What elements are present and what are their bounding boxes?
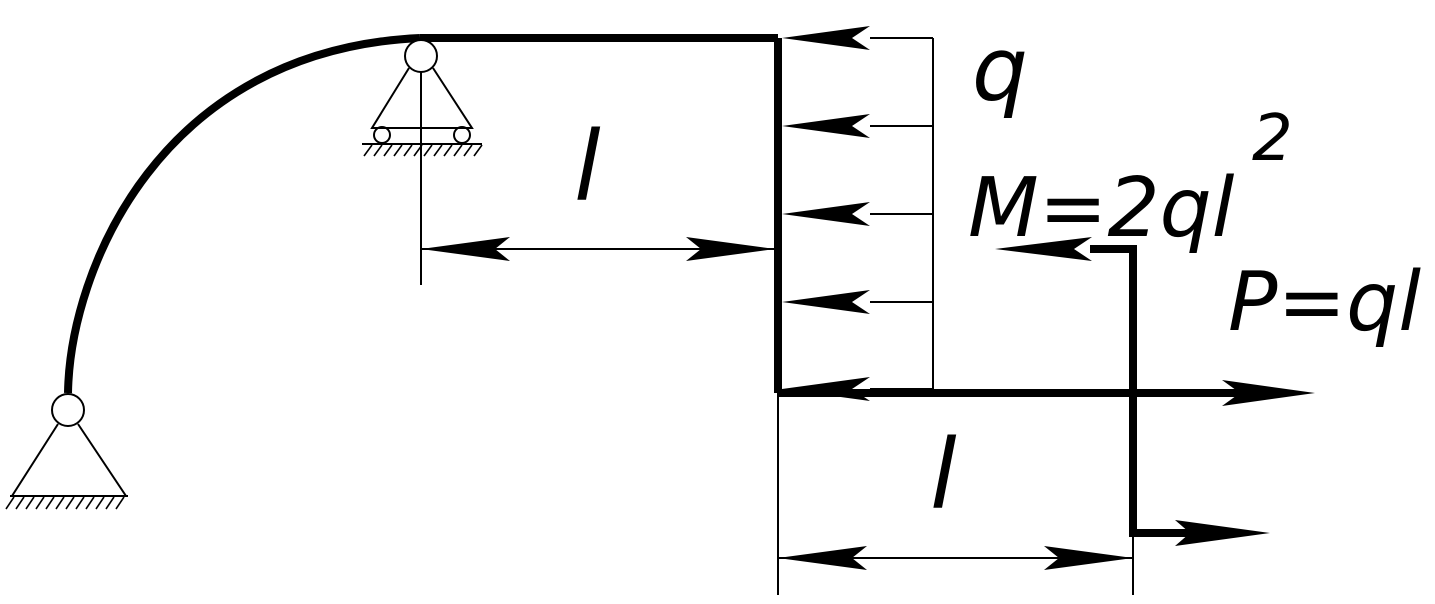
dimension-bottom [777, 393, 1134, 595]
pin-hinge [51, 393, 85, 427]
dim-arrowhead [1044, 546, 1133, 570]
span-label-bottom: l [930, 419, 957, 531]
moment-bracket [1090, 245, 1190, 537]
curved-member [64, 34, 421, 394]
distributed-load [782, 26, 934, 401]
frame-members [64, 34, 1240, 537]
load-arrowhead [782, 114, 870, 138]
moment-arrowhead-top [995, 237, 1092, 261]
span-label-top: l [574, 111, 601, 223]
dim-arrowhead [421, 237, 510, 261]
pin-triangle [10, 423, 128, 497]
moment-exponent: 2 [1252, 102, 1293, 176]
dim-arrowhead [778, 546, 867, 570]
force-label: P=ql [1228, 255, 1421, 350]
force-arrowhead [1222, 380, 1315, 406]
dimension-top [420, 72, 775, 285]
roller-support [362, 39, 483, 157]
load-arrowheads [782, 26, 870, 401]
ground-hatch-left [5, 496, 125, 510]
roller-hinge [404, 39, 438, 73]
load-label-q: q [972, 18, 1028, 121]
load-arrows [870, 37, 933, 390]
load-arrowhead [782, 202, 870, 226]
load-arrowhead [782, 26, 870, 50]
moment-label: M=2ql [968, 161, 1235, 256]
roller-wheel-right [453, 126, 471, 144]
dim-arrowhead [686, 237, 775, 261]
moment-arrowhead-bottom [1175, 520, 1270, 546]
pin-support [5, 393, 128, 510]
ground-hatch-top [363, 144, 483, 157]
load-arrowhead [782, 290, 870, 314]
load-arrowhead [782, 377, 870, 401]
roller-wheel-left [373, 126, 391, 144]
